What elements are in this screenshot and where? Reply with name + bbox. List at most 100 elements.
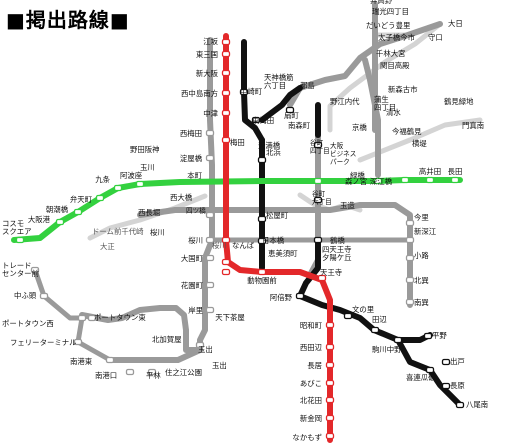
station-tamade	[195, 341, 205, 349]
station-nishi-umeda	[205, 129, 215, 137]
label-shoji: 小路	[414, 251, 429, 260]
label-nishiohashi: 西大橋	[170, 193, 193, 202]
station-umeda	[221, 136, 231, 144]
label-tennoji-mae: 天下茶屋	[215, 313, 245, 322]
station-kita-tatsumi	[405, 276, 415, 284]
station-kitahama	[257, 156, 267, 164]
label-zuikoushi-chome: 瑞光四丁目	[372, 7, 409, 16]
label-hommachi: 本町	[187, 171, 202, 180]
station-sakuragawa	[205, 236, 215, 244]
label-ogimachi: 扇町	[284, 111, 299, 120]
station-tanimachi-9	[313, 236, 323, 244]
label-midoribashi: 緑橋	[350, 171, 365, 180]
station-namba	[221, 236, 231, 244]
station-morinomiya	[313, 177, 323, 185]
station-higashi-umeda	[251, 116, 261, 124]
label-nakamozu: なかもず	[292, 433, 322, 442]
label-umeda: 梅田	[230, 138, 245, 147]
label-daikokucho: 大国町	[181, 254, 204, 263]
station-nankoguchi	[105, 356, 115, 364]
label-imazato: 今里	[414, 213, 429, 222]
line-nagahori-light-west	[87, 193, 208, 241]
label-tanimachi-4: 谷町四丁目	[310, 138, 330, 155]
label-bentencho: 弁天町	[70, 195, 93, 204]
label-nankoguchi2: 南港口	[95, 371, 117, 380]
label-trade-center: トレードセンター前	[2, 261, 39, 278]
station-hanazonocho	[205, 281, 215, 289]
label-tanabe: 田辺	[372, 315, 387, 324]
station-yotsubashi	[205, 211, 215, 219]
station-bentencho	[95, 194, 105, 202]
station-edamaka	[221, 38, 231, 46]
label-asashiobashi: 朝潮橋	[46, 205, 69, 214]
label-ferry-terminal: フェリーターミナル	[10, 338, 77, 347]
label-imafuku-tsurumi: 今福鶴見	[392, 127, 422, 136]
station-hirabayashi	[147, 368, 157, 376]
label-hirano: 平野	[432, 331, 447, 340]
label-shin-fukae: 新深江	[414, 227, 437, 236]
station-takaida	[425, 176, 435, 184]
station-abiko	[325, 379, 335, 387]
label-osakako: 大阪港	[28, 215, 51, 224]
label-yodoyabashi: 淀屋橋	[180, 154, 203, 163]
label-suminoe-koen: 住之江公園	[165, 368, 202, 377]
label-miyakojima: 都島	[300, 81, 315, 90]
station-higashi-mikuni	[221, 50, 231, 58]
label-showacho: 昭和町	[300, 321, 323, 330]
label-kire-uriwari: 喜連瓜破	[406, 373, 436, 382]
line-tanimachi-connector	[259, 85, 303, 123]
label-sakuragawa: 桜川	[188, 236, 203, 245]
label-abeno: 阿倍野	[270, 293, 293, 302]
label-nishitanabe: 西田辺	[300, 343, 323, 352]
line-nagahori-tsurumi-light	[357, 117, 483, 163]
station-tanimachi-4	[313, 141, 323, 149]
label-kishinosato: 岸里	[188, 306, 203, 315]
label-shimizu: 清水	[386, 108, 401, 117]
label-sekime-takadono: 関目高殿	[380, 61, 410, 70]
label-daido-toyosato: だいどう豊里	[366, 21, 410, 30]
station-tanabe	[370, 326, 380, 334]
label-nakazaki: 中崎町	[240, 87, 263, 96]
label-kadoma-minami: 門真南	[462, 121, 484, 130]
station-cosmo-square	[15, 236, 25, 244]
station-imazato	[405, 219, 415, 227]
label-cosmo-square: コスモスクエア	[2, 219, 32, 236]
line-imazato-mid	[362, 57, 381, 178]
label-kitahama: 北浜	[266, 148, 281, 157]
line-new-tram	[79, 305, 203, 353]
station-nakazaki	[239, 88, 249, 96]
label-tenjinbashi: 天神橋筋六丁目	[264, 73, 294, 90]
label-shinkanaoka: 新金岡	[300, 414, 322, 423]
station-tanimachi-6	[313, 196, 323, 204]
label-osaka-business-park: 大阪ビジネスパーク	[330, 141, 356, 166]
station-markers	[15, 38, 465, 440]
station-dobutsuen	[257, 268, 267, 276]
label-kitahanada: 北花田	[300, 396, 322, 405]
label-awaza: 阿波座	[120, 171, 143, 180]
station-shin-fukae	[405, 236, 415, 244]
station-kujo	[113, 184, 123, 192]
label-matsuyamachi: 松屋町	[266, 211, 289, 220]
label-kyobashi: 京橋	[352, 123, 367, 132]
label-yaominami: 八尾南	[466, 400, 488, 409]
station-kishinosato	[205, 306, 215, 314]
label-edamaka: 江坂	[203, 37, 218, 46]
station-yaominami	[455, 401, 465, 409]
station-minami-tatsumi	[405, 298, 415, 306]
station-nakafuto	[39, 292, 49, 300]
label-namba: なんば	[232, 241, 255, 250]
label-tamatsukuri: 玉造	[340, 201, 355, 210]
label-nodahanshin: 野田阪神	[130, 145, 160, 154]
station-nagahara	[441, 382, 451, 390]
label-takaida: 高井田	[419, 167, 441, 176]
label-kita-tatsumi: 北巽	[414, 276, 429, 285]
label-port-town-e: ポートタウン東	[94, 313, 146, 322]
label-tamagawa: 玉川	[140, 163, 155, 172]
label-taisho: 大正	[100, 242, 115, 251]
station-tennoji	[317, 274, 327, 282]
label-gamou: 蒲生四丁目	[374, 95, 396, 112]
label-nishinakajima: 西中島南方	[181, 89, 218, 98]
station-awaza	[135, 180, 145, 188]
label-dedo: 出戸	[450, 357, 465, 366]
